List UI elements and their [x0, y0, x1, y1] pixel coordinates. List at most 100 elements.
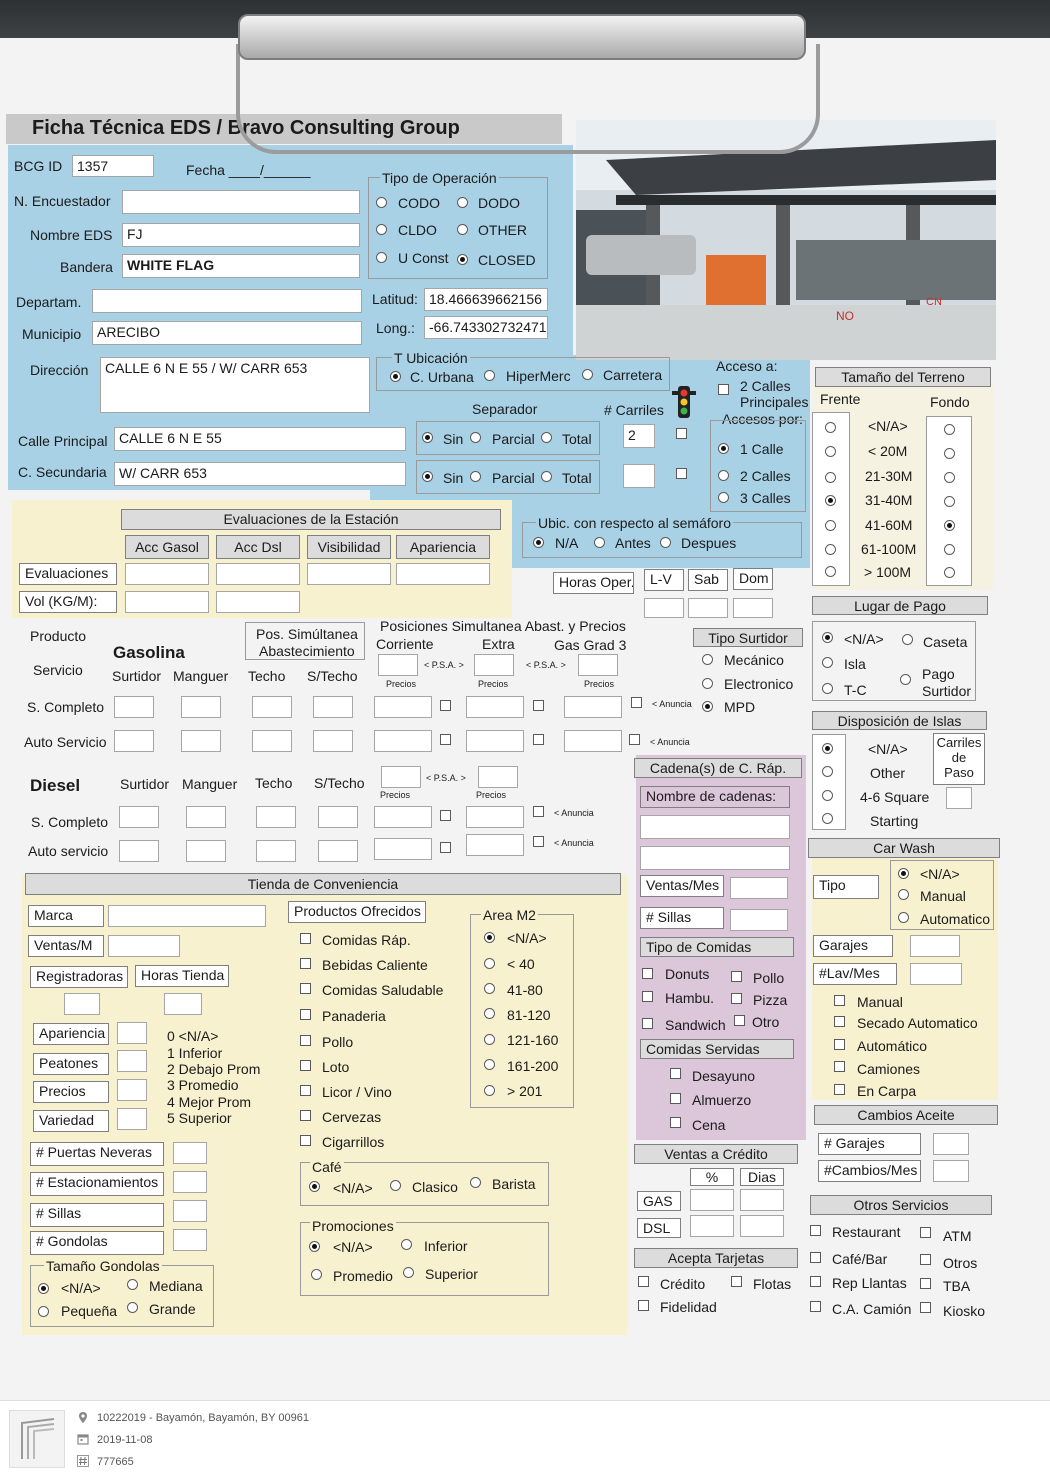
- check-saludable[interactable]: [300, 983, 311, 994]
- calle-secundaria-field[interactable]: W/ CARR 653: [114, 462, 406, 486]
- radio-mpd[interactable]: [702, 701, 713, 712]
- dsl-sc-check-2[interactable]: [533, 806, 544, 817]
- check-hambu[interactable]: [642, 991, 653, 1002]
- document-thumbnail[interactable]: [9, 1410, 65, 1468]
- departam-field[interactable]: [92, 289, 362, 313]
- eval-peatones-field[interactable]: [117, 1050, 147, 1072]
- horas-tienda-field[interactable]: [164, 993, 202, 1015]
- radio-promo-inferior[interactable]: [401, 1239, 412, 1250]
- gas-as-check-2[interactable]: [533, 734, 544, 745]
- gas-as-corriente[interactable]: [374, 730, 432, 752]
- fondo-r6[interactable]: [944, 567, 955, 578]
- estacionamientos-field[interactable]: [173, 1171, 207, 1193]
- fondo-r5[interactable]: [944, 544, 955, 555]
- radio-gond-na[interactable]: [38, 1283, 49, 1294]
- radio-carretera[interactable]: [582, 369, 593, 380]
- radio-gond-grande[interactable]: [127, 1302, 138, 1313]
- check-tba[interactable]: [920, 1278, 931, 1289]
- check-kiosko[interactable]: [920, 1302, 931, 1313]
- calle-principal-field[interactable]: CALLE 6 N E 55: [114, 427, 406, 451]
- check-pollo-prod[interactable]: [300, 1035, 311, 1046]
- gas-as-stecho[interactable]: [313, 730, 353, 752]
- credito-dsl-dias[interactable]: [740, 1215, 784, 1237]
- sillas-field[interactable]: [173, 1200, 207, 1222]
- radio-pago-isla[interactable]: [822, 657, 833, 668]
- radio-codo[interactable]: [376, 197, 387, 208]
- radio-cafe-clasico[interactable]: [390, 1180, 401, 1191]
- radio-sep1-sin[interactable]: [422, 432, 433, 443]
- cadenas-sillas-field[interactable]: [730, 909, 788, 931]
- dsl-as-surtidor[interactable]: [119, 840, 159, 862]
- latitud-field[interactable]: 18.466639662156: [424, 288, 548, 311]
- radio-hipermerc[interactable]: [484, 370, 495, 381]
- municipio-field[interactable]: ARECIBO: [92, 321, 362, 345]
- dsl-sc-check-1[interactable]: [440, 810, 451, 821]
- gas-as-manguer[interactable]: [181, 730, 221, 752]
- radio-cw-automatico[interactable]: [898, 912, 909, 923]
- eval-field-4[interactable]: [396, 563, 490, 585]
- frente-r6[interactable]: [825, 566, 836, 577]
- gas-sc-check-2[interactable]: [533, 700, 544, 711]
- dsl-psa-corriente[interactable]: [381, 766, 421, 788]
- fondo-r0[interactable]: [944, 424, 955, 435]
- radio-promo-promedio[interactable]: [311, 1269, 322, 1280]
- radio-other[interactable]: [457, 224, 468, 235]
- gas-sc-extra[interactable]: [466, 696, 524, 718]
- aceite-garajes-field[interactable]: [933, 1133, 969, 1155]
- gondolas-field[interactable]: [173, 1229, 207, 1251]
- check-cigarrillos[interactable]: [300, 1135, 311, 1146]
- radio-sem-na[interactable]: [533, 537, 544, 548]
- aceite-cambios-field[interactable]: [933, 1160, 969, 1182]
- check-fidelidad[interactable]: [638, 1300, 649, 1311]
- radio-area-80[interactable]: [484, 983, 495, 994]
- carriles-field-2[interactable]: [623, 464, 655, 488]
- fondo-r4[interactable]: [944, 520, 955, 531]
- direccion-field[interactable]: CALLE 6 N E 55 / W/ CARR 653: [100, 357, 370, 413]
- radio-sep2-total[interactable]: [541, 471, 552, 482]
- check-sandwich[interactable]: [642, 1018, 653, 1029]
- dsl-psa-extra[interactable]: [478, 766, 518, 788]
- gas-as-check-1[interactable]: [440, 734, 451, 745]
- check-loto[interactable]: [300, 1060, 311, 1071]
- gas-as-surtidor[interactable]: [114, 730, 154, 752]
- horas-sab-field[interactable]: [688, 598, 728, 618]
- check-atm[interactable]: [920, 1227, 931, 1238]
- check-otro[interactable]: [734, 1015, 745, 1026]
- carwash-lav-field[interactable]: [910, 963, 962, 985]
- credito-gas-dias[interactable]: [740, 1189, 784, 1211]
- gas-as-grad[interactable]: [564, 730, 622, 752]
- eval-field-1[interactable]: [125, 563, 209, 585]
- cadenas-nombre-field-1[interactable]: [640, 815, 790, 839]
- vol-field-1[interactable]: [125, 591, 209, 613]
- encuestador-field[interactable]: [122, 190, 360, 214]
- radio-area-na[interactable]: [484, 932, 495, 943]
- radio-sep1-total[interactable]: [541, 432, 552, 443]
- vol-field-2[interactable]: [216, 591, 300, 613]
- radio-pago-na[interactable]: [822, 632, 833, 643]
- check-donuts[interactable]: [642, 968, 653, 979]
- radio-acceso-3[interactable]: [718, 492, 729, 503]
- check-cw-manual[interactable]: [834, 995, 845, 1006]
- carriles-check-1[interactable]: [676, 428, 687, 439]
- check-licor[interactable]: [300, 1085, 311, 1096]
- check-almuerzo[interactable]: [670, 1093, 681, 1104]
- radio-promo-na[interactable]: [309, 1241, 320, 1252]
- eval-field-3[interactable]: [307, 563, 391, 585]
- frente-r1[interactable]: [825, 446, 836, 457]
- check-pollo[interactable]: [731, 971, 742, 982]
- gas-sc-grad[interactable]: [564, 696, 622, 718]
- check-credito[interactable]: [638, 1276, 649, 1287]
- radio-sep1-parcial[interactable]: [470, 432, 481, 443]
- nombre-field[interactable]: FJ: [122, 223, 360, 247]
- registradoras-field[interactable]: [64, 993, 100, 1015]
- carwash-garajes-field[interactable]: [910, 935, 960, 957]
- radio-sem-antes[interactable]: [594, 537, 605, 548]
- dsl-as-check-2[interactable]: [533, 836, 544, 847]
- radio-cafe-na[interactable]: [309, 1181, 320, 1192]
- check-cw-camiones[interactable]: [834, 1061, 845, 1072]
- frente-r4[interactable]: [825, 520, 836, 531]
- check-cw-secado[interactable]: [834, 1016, 845, 1027]
- check-restaurant[interactable]: [810, 1225, 821, 1236]
- radio-promo-superior[interactable]: [403, 1267, 414, 1278]
- radio-cw-manual[interactable]: [898, 889, 909, 900]
